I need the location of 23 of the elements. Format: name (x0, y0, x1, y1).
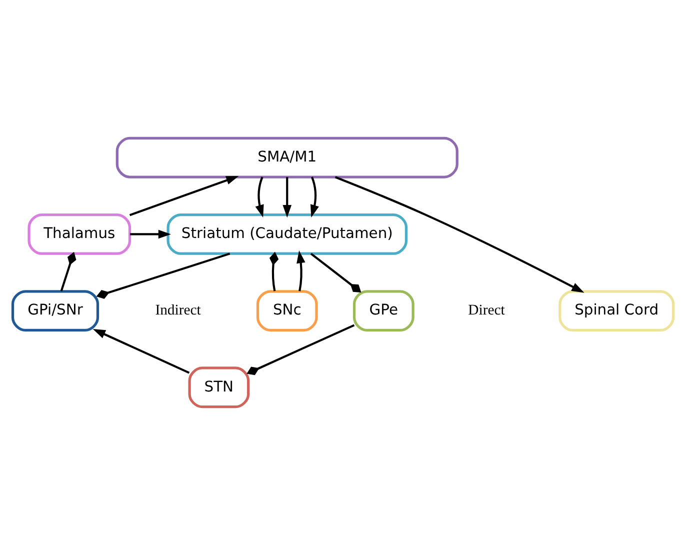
connector (269, 251, 279, 291)
arrow (130, 229, 171, 238)
label: Direct (468, 302, 505, 318)
label: Indirect (155, 302, 201, 318)
node-box: SNc (256, 290, 318, 332)
arrow (92, 328, 190, 374)
arrow (282, 176, 292, 218)
arrow (310, 176, 319, 217)
node-box: STN (188, 366, 250, 408)
node-box: Spinal Cord (558, 290, 675, 332)
node-box: Thalamus (28, 212, 132, 254)
connector (60, 251, 76, 291)
connector (96, 252, 230, 298)
node-box: GPe (352, 290, 414, 332)
connector (310, 252, 362, 292)
arrow (129, 176, 239, 216)
node-box: Striatum (Caudate/Putamen) (166, 212, 408, 254)
arrow (255, 176, 264, 217)
node-box: SMA/M1 (116, 136, 458, 178)
node-box: GPi/SNr (11, 290, 100, 332)
arrow (296, 250, 306, 291)
connector (246, 324, 355, 375)
arrow (334, 176, 584, 292)
